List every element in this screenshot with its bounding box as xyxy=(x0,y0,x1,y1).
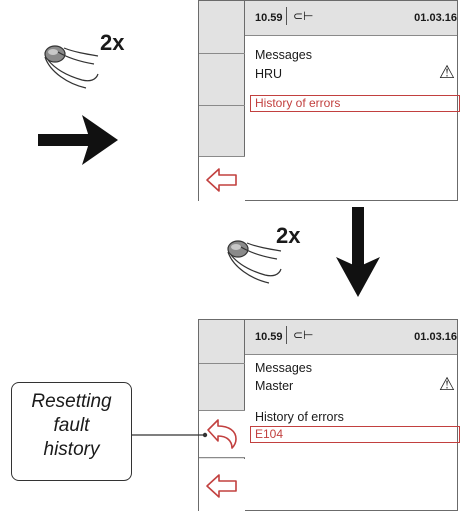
callout-line-1: Resetting xyxy=(31,391,112,412)
error-entry[interactable]: E104 xyxy=(250,426,460,443)
reset-arrow-icon xyxy=(207,419,237,449)
side-key-1[interactable] xyxy=(199,1,245,54)
date: 01.03.16 xyxy=(414,12,457,24)
callout-box: Resetting fault history xyxy=(11,382,132,481)
display: 10.59 ⊂⊢ 01.03.16 Messages HRU ⚠ History… xyxy=(245,1,460,200)
key-icon: ⊂⊢ xyxy=(293,328,314,342)
menu-subtitle: HRU xyxy=(255,67,283,81)
side-key-2[interactable] xyxy=(199,364,245,411)
right-arrow-icon xyxy=(38,115,118,165)
status-bar: 10.59 ⊂⊢ 01.03.16 xyxy=(245,1,457,36)
warning-triangle-icon: ⚠ xyxy=(438,374,455,394)
callout-leader-line xyxy=(130,432,208,438)
menu-title: Messages xyxy=(255,48,312,62)
callout-line-2: fault xyxy=(53,415,90,436)
press-count-label: 2x xyxy=(276,223,301,248)
back-button[interactable] xyxy=(199,157,245,202)
control-panel-top: 10.59 ⊂⊢ 01.03.16 Messages HRU ⚠ History… xyxy=(198,0,460,202)
status-separator xyxy=(286,7,287,25)
key-icon: ⊂⊢ xyxy=(293,9,314,23)
finger-press-icon xyxy=(227,240,282,284)
control-panel-bottom: 10.59 ⊂⊢ 01.03.16 Messages Master ⚠ Hist… xyxy=(198,319,460,512)
side-key-1[interactable] xyxy=(199,320,245,364)
display: 10.59 ⊂⊢ 01.03.16 Messages Master ⚠ Hist… xyxy=(245,320,460,510)
press-count-label: 2x xyxy=(100,30,125,55)
history-of-errors-item[interactable]: History of errors xyxy=(250,95,460,112)
clock: 10.59 xyxy=(255,12,283,24)
status-bar: 10.59 ⊂⊢ 01.03.16 xyxy=(245,320,457,355)
history-of-errors-heading: History of errors xyxy=(255,410,344,424)
callout-line-3: history xyxy=(43,439,100,460)
warning-triangle-icon: ⚠ xyxy=(438,62,455,82)
back-arrow-icon xyxy=(206,167,237,192)
back-button[interactable] xyxy=(199,459,245,512)
side-key-3[interactable] xyxy=(199,106,245,157)
menu-subtitle: Master xyxy=(255,379,294,393)
clock: 10.59 xyxy=(255,331,283,343)
menu-title: Messages xyxy=(255,361,312,375)
side-key-2[interactable] xyxy=(199,54,245,106)
side-keys xyxy=(199,320,245,512)
down-arrow-icon xyxy=(336,207,380,297)
finger-press-icon xyxy=(44,45,99,89)
date: 01.03.16 xyxy=(414,331,457,343)
back-arrow-icon xyxy=(206,473,237,498)
side-keys xyxy=(199,1,245,202)
status-separator xyxy=(286,326,287,344)
